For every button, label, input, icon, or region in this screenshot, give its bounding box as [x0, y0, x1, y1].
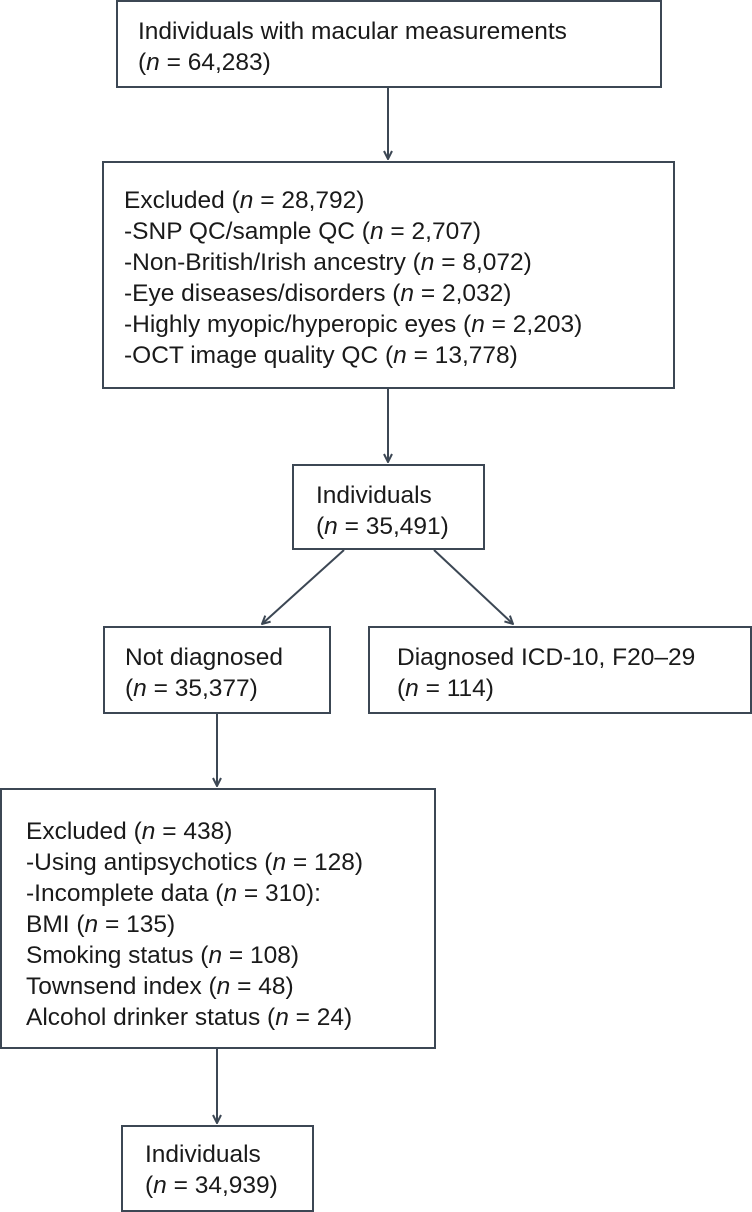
line-text: Excluded ( — [124, 187, 240, 214]
line-text: = 8,072) — [434, 249, 532, 276]
start-line: Individuals with macular measurements — [138, 16, 567, 47]
excluded-box-1-text: Excluded (n = 28,792)-SNP QC/sample QC (… — [124, 185, 582, 371]
arrow-individuals-to-not-diagnosed — [262, 549, 345, 624]
excluded2-line: -Incomplete data (n = 310): — [26, 878, 363, 909]
line-text: = 438) — [155, 818, 233, 845]
line-text: ( — [138, 49, 147, 76]
excluded-box-2-text: Excluded (n = 438)-Using antipsychotics … — [26, 816, 363, 1033]
line-text: = 48) — [230, 973, 294, 1000]
line-text: ( — [145, 1172, 154, 1199]
line-text: = 2,203) — [484, 311, 583, 338]
start-line: (n = 64,283) — [138, 47, 567, 78]
line-text: = 13,778) — [406, 342, 518, 369]
not-diagnosed-line: Not diagnosed — [125, 642, 283, 673]
sample-size-symbol: n — [324, 513, 338, 540]
excluded1-line: -Non-British/Irish ancestry (n = 8,072) — [124, 247, 582, 278]
line-text: = 2,707) — [383, 218, 481, 245]
line-text: -Highly myopic/hyperopic eyes ( — [124, 311, 472, 338]
line-text: -SNP QC/sample QC ( — [124, 218, 370, 245]
line-text: = 35,491) — [337, 513, 449, 540]
not-diagnosed-line: (n = 35,377) — [125, 673, 283, 704]
start-box: Individuals with macular measurements(n … — [116, 0, 662, 88]
line-text: ( — [316, 513, 325, 540]
sample-size-symbol: n — [133, 675, 147, 702]
sample-size-symbol: n — [272, 849, 287, 876]
sample-size-symbol: n — [405, 675, 419, 702]
individuals1-line: (n = 35,491) — [316, 511, 449, 542]
sample-size-symbol: n — [146, 49, 160, 76]
individuals-box-2: Individuals(n = 34,939) — [121, 1125, 314, 1212]
line-text: = 34,939) — [166, 1172, 278, 1199]
excluded1-line: -SNP QC/sample QC (n = 2,707) — [124, 216, 582, 247]
sample-size-symbol: n — [84, 911, 99, 938]
line-text: Smoking status ( — [26, 942, 209, 969]
sample-size-symbol: n — [141, 818, 156, 845]
excluded2-line: Townsend index (n = 48) — [26, 971, 363, 1002]
excluded-box-1: Excluded (n = 28,792)-SNP QC/sample QC (… — [102, 161, 675, 389]
not-diagnosed-box-text: Not diagnosed(n = 35,377) — [125, 642, 283, 704]
individuals1-line: Individuals — [316, 480, 449, 511]
line-text: = 2,032) — [414, 280, 512, 307]
excluded1-line: -Eye diseases/disorders (n = 2,032) — [124, 278, 582, 309]
line-text: ( — [397, 675, 406, 702]
line-text: Alcohol drinker status ( — [26, 1004, 276, 1031]
individuals-box-2-text: Individuals(n = 34,939) — [145, 1139, 278, 1201]
line-text: Townsend index ( — [26, 973, 217, 1000]
line-text: Excluded ( — [26, 818, 142, 845]
sample-size-symbol: n — [471, 311, 485, 338]
sample-size-symbol: n — [223, 880, 238, 907]
diagnosed-box: Diagnosed ICD-10, F20–29(n = 114) — [368, 626, 752, 714]
line-text: Individuals — [316, 482, 432, 509]
line-text: = 35,377) — [146, 675, 258, 702]
line-text: -Eye diseases/disorders ( — [124, 280, 401, 307]
line-text: -Incomplete data ( — [26, 880, 224, 907]
sample-size-symbol: n — [153, 1172, 167, 1199]
excluded2-line: Smoking status (n = 108) — [26, 940, 363, 971]
line-text: -Using antipsychotics ( — [26, 849, 273, 876]
line-text: = 64,283) — [159, 49, 271, 76]
excluded2-line: Alcohol drinker status (n = 24) — [26, 1002, 363, 1033]
line-text: = 108) — [222, 942, 300, 969]
diagnosed-box-text: Diagnosed ICD-10, F20–29(n = 114) — [397, 642, 695, 704]
start-box-text: Individuals with macular measurements(n … — [138, 16, 567, 78]
line-text: = 128) — [286, 849, 364, 876]
line-text: -OCT image quality QC ( — [124, 342, 394, 369]
sample-size-symbol: n — [216, 973, 231, 1000]
line-text: BMI ( — [26, 911, 85, 938]
line-text: -Non-British/Irish ancestry ( — [124, 249, 421, 276]
sample-size-symbol: n — [420, 249, 435, 276]
line-text: = 28,792) — [253, 187, 365, 214]
line-text: Individuals — [145, 1141, 261, 1168]
diagnosed-line: (n = 114) — [397, 673, 695, 704]
sample-size-symbol: n — [369, 218, 384, 245]
sample-size-symbol: n — [275, 1004, 289, 1031]
individuals-box-1: Individuals(n = 35,491) — [292, 464, 485, 550]
line-text: Not diagnosed — [125, 644, 284, 671]
sample-size-symbol: n — [239, 187, 254, 214]
line-text: Diagnosed ICD-10, F20–29 — [397, 644, 696, 671]
individuals-box-1-text: Individuals(n = 35,491) — [316, 480, 449, 542]
line-text: ( — [125, 675, 134, 702]
not-diagnosed-box: Not diagnosed(n = 35,377) — [103, 626, 331, 714]
line-text: = 310): — [237, 880, 321, 907]
sample-size-symbol: n — [208, 942, 223, 969]
line-text: = 24) — [288, 1004, 353, 1031]
sample-size-symbol: n — [393, 342, 407, 369]
line-text: = 135) — [98, 911, 176, 938]
excluded2-line: Excluded (n = 438) — [26, 816, 363, 847]
diagnosed-line: Diagnosed ICD-10, F20–29 — [397, 642, 695, 673]
excluded2-line: -Using antipsychotics (n = 128) — [26, 847, 363, 878]
excluded-box-2: Excluded (n = 438)-Using antipsychotics … — [0, 788, 436, 1049]
individuals2-line: Individuals — [145, 1139, 278, 1170]
individuals2-line: (n = 34,939) — [145, 1170, 278, 1201]
excluded1-line: -OCT image quality QC (n = 13,778) — [124, 340, 582, 371]
excluded2-line: BMI (n = 135) — [26, 909, 363, 940]
sample-size-symbol: n — [400, 280, 415, 307]
excluded1-line: Excluded (n = 28,792) — [124, 185, 582, 216]
arrow-individuals-to-diagnosed — [433, 549, 513, 624]
line-text: Individuals with macular measurements — [138, 18, 567, 45]
line-text: = 114) — [418, 675, 494, 702]
excluded1-line: -Highly myopic/hyperopic eyes (n = 2,203… — [124, 309, 582, 340]
